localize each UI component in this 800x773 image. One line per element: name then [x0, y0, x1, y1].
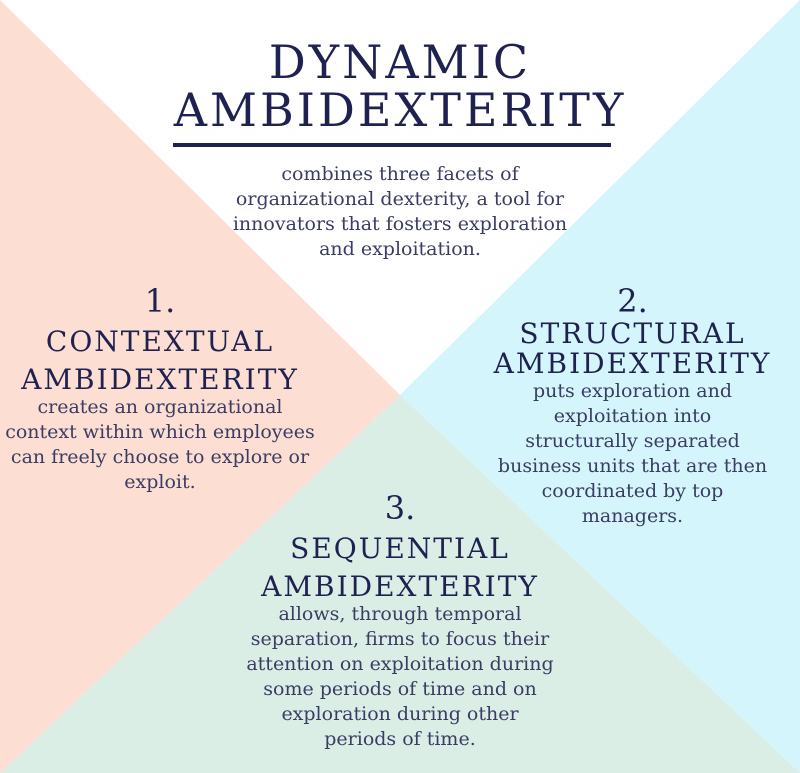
facet-heading-line-2: AMBIDEXTERITY — [21, 363, 299, 396]
title-line-2: AMBIDEXTERITY — [173, 83, 627, 137]
facet-description: allows, through temporal separation, fir… — [246, 603, 554, 750]
facet-heading-line-1: STRUCTURAL — [519, 317, 746, 350]
facet-number: 2. — [617, 282, 648, 320]
facet-description: puts exploration and exploitation into s… — [497, 380, 768, 527]
facet-sequential: 3. SEQUENTIAL AMBIDEXTERITY allows, thro… — [245, 490, 555, 752]
facet-heading-line-2: AMBIDEXTERITY — [261, 570, 539, 603]
facet-contextual: 1. CONTEXTUAL AMBIDEXTERITY creates an o… — [5, 283, 315, 495]
facet-structural: 2. STRUCTURAL AMBIDEXTERITY puts explora… — [480, 283, 785, 529]
sequential-region — [0, 395, 800, 773]
facet-number: 3. — [384, 489, 416, 527]
title-underline — [173, 143, 611, 147]
facet-number: 1. — [144, 282, 176, 320]
facet-description: creates an organizational context within… — [5, 396, 315, 493]
facet-heading-line-1: SEQUENTIAL — [290, 532, 510, 565]
facet-heading-line-1: CONTEXTUAL — [45, 325, 275, 358]
title-line-1: DYNAMIC — [268, 35, 532, 89]
contextual-region — [0, 0, 400, 773]
facet-heading-line-2: AMBIDEXTERITY — [493, 347, 772, 380]
structural-region — [400, 0, 800, 773]
page-title: DYNAMIC AMBIDEXTERITY — [150, 38, 650, 134]
intro-text: combines three facets of organizational … — [232, 163, 568, 260]
